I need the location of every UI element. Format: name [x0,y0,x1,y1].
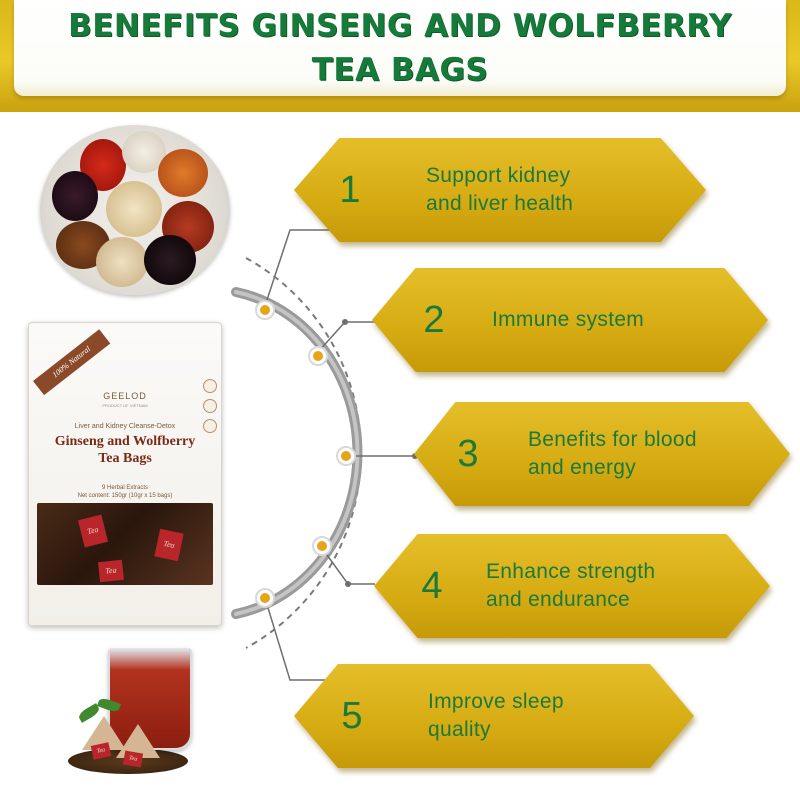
node-dot-5-core [260,593,270,603]
herb-plate-image [40,125,230,295]
hexagon-shape [294,138,706,242]
dark-berries-portion [52,171,98,221]
package-name-line-2: Tea Bags [98,451,152,466]
main-arc-highlight [234,290,360,616]
benefit-item-5: 5 Improve sleep quality [294,664,694,768]
page-title: BENEFITS GINSENG AND WOLFBERRY TEA BAGS [0,4,800,92]
benefit-number: 1 [339,169,361,211]
package-tagline: Liver and Kidney Cleanse-Detox [74,423,176,430]
hexagon-shape [372,268,768,372]
benefit-item-4: 4 Enhance strength and endurance [374,534,770,638]
benefit-label: Enhance strength and endurance [486,534,756,638]
benefit-label: Immune system [492,268,752,372]
benefit-label-line-1: Immune system [492,308,645,331]
page-title-line-2: TEA BAGS [311,52,489,88]
benefit-label-line-2: quality [428,718,491,741]
node-dot-4-core [317,541,327,551]
astragalus-slices-portion [96,237,148,287]
brand-name: GEELOD [103,391,147,401]
ginseng-root-portion [106,181,162,237]
hexagon-shape [294,664,694,768]
package-extracts: 9 Herbal Extracts [101,485,149,491]
benefit-label: Support kidney and liver health [426,138,686,242]
certification-badge [203,399,217,413]
benefit-label-line-1: Support kidney [426,164,571,187]
connector-end-dot [345,581,351,587]
header-banner [14,0,786,96]
benefit-item-2: 2 Immune system [372,268,768,372]
connector-line-5 [264,597,330,681]
benefit-number: 2 [423,299,445,341]
benefit-label: Benefits for blood and energy [528,402,778,506]
node-dot-3-core [341,451,351,461]
benefit-label-line-2: and endurance [486,588,631,611]
brand-origin: PRODUCT OF VIETNAM [102,403,148,408]
orange-peel-portion [158,149,208,197]
benefit-number: 5 [341,695,363,737]
node-dot-1-core [260,305,270,315]
dashed-arc [245,257,362,649]
benefit-item-3: 3 Benefits for blood and energy [414,402,790,506]
mulberry-portion [144,235,196,285]
product-package-image: 100% Natural GEELOD PRODUCT OF VIETNAM L… [28,322,222,626]
benefit-label-line-1: Benefits for blood [528,428,697,451]
hexagon-shape [374,534,770,638]
certification-badge [203,379,217,393]
benefit-item-1: 1 Support kidney and liver health [294,138,706,242]
connector-end-dot [342,319,348,325]
node-dot-2-core [313,351,323,361]
package-window: Tea Tea Tea [37,503,213,585]
benefit-label-line-1: Improve sleep [428,690,564,713]
hexagon-shape [414,402,790,506]
benefit-number: 4 [421,565,443,607]
benefit-number: 3 [457,433,479,475]
package-product-name: Ginseng and Wolfberry Tea Bags [29,433,221,467]
certification-badge [203,419,217,433]
benefit-label-line-1: Enhance strength [486,560,656,583]
connector-line-1 [264,229,335,307]
benefit-label-line-2: and liver health [426,192,574,215]
package-net-content: Net content: 150gr (10gr x 15 bags) [77,493,173,499]
benefit-label-line-2: and energy [528,456,637,479]
package-name-line-1: Ginseng and Wolfberry [54,434,196,449]
page-title-line-1: BENEFITS GINSENG AND WOLFBERRY [68,8,732,44]
benefit-label: Improve sleep quality [428,664,678,768]
